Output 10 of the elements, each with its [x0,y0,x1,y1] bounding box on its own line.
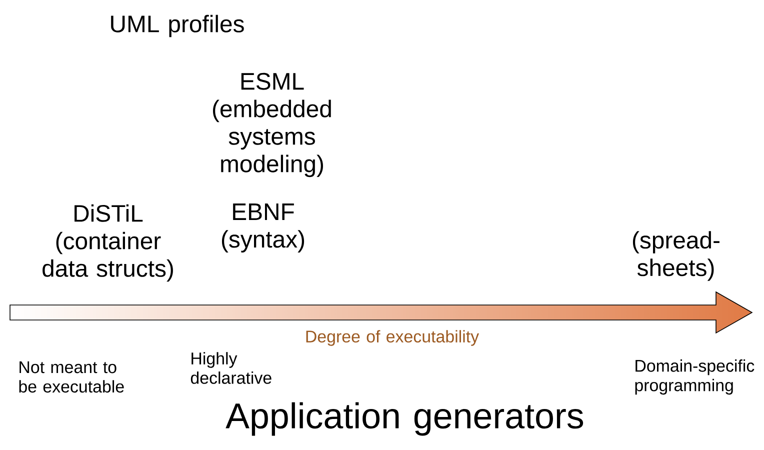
category-label: ESML (embedded systems modeling) [213,72,331,178]
note: Highly declarative [190,352,272,384]
note: Domain-specific programming [635,359,754,395]
category-label: (spread-sheets) [632,231,720,281]
heading: Application generators [226,402,584,436]
heading: UML profiles [111,14,244,38]
category-label: DiSTiL (container data structs) [42,204,173,282]
category-label: EBNF (syntax) [222,204,304,252]
axis-label: Degree of executability [306,330,480,346]
note: Not meant to be executable [19,361,124,393]
